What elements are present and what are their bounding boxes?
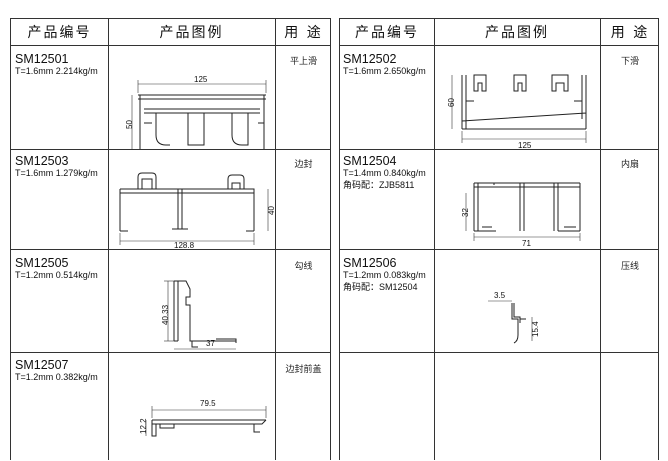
product-fit: 角码配：SM12504	[343, 282, 418, 292]
product-usage: 内扇	[620, 160, 639, 170]
dim-height: 60	[447, 98, 456, 107]
profile-drawing-sm12501: 125 50	[125, 75, 267, 149]
dim-height: 12.2	[139, 418, 148, 434]
dim-width: 125	[194, 75, 208, 84]
dim-width: 128.8	[174, 241, 195, 250]
product-usage: 边封	[294, 160, 313, 170]
product-code: SM12504	[343, 154, 397, 168]
header-figure: 产品图例	[159, 25, 224, 41]
header-code: 产品编号	[355, 25, 419, 41]
product-code: SM12505	[15, 256, 69, 270]
dim-height: 40	[267, 206, 276, 215]
product-usage: 压线	[620, 262, 639, 272]
profile-drawing-sm12504: 32 71	[461, 182, 581, 248]
header-usage: 用 途	[284, 25, 323, 41]
product-spec: T=1.6mm 2.650kg/m	[343, 66, 426, 76]
product-code: SM12506	[343, 256, 397, 270]
profile-drawing-sm12503: 128.8 40	[119, 172, 276, 250]
profile-drawing-sm12502: 60 125	[447, 74, 587, 150]
product-code: SM12503	[15, 154, 69, 168]
dim-width: 71	[522, 239, 531, 248]
profile-drawing-sm12506: 3.5 15.4	[488, 291, 540, 344]
product-spec: T=1.6mm 1.279kg/m	[15, 168, 98, 178]
product-spec: T=1.2mm 0.382kg/m	[15, 372, 98, 382]
profile-drawing-sm12507: 79.5 12.2	[139, 399, 267, 437]
header-figure: 产品图例	[485, 25, 549, 41]
product-code: SM12501	[15, 52, 69, 66]
header-usage: 用 途	[610, 25, 650, 41]
product-table-left: 产品编号 产品图例 用 途 SM12501 T=1.6mm 2.214kg/m …	[10, 18, 331, 460]
product-usage: 边封前盖	[285, 365, 322, 375]
product-fit: 角码配：ZJB5811	[343, 180, 415, 190]
dim-width: 37	[206, 339, 215, 348]
dim-height: 40.33	[161, 304, 170, 325]
product-spec: T=1.4mm 0.840kg/m	[343, 168, 426, 178]
product-spec: T=1.2mm 0.514kg/m	[15, 270, 98, 280]
product-table-right: 产品编号 产品图例 用 途 SM12502 T=1.6mm 2.650kg/m …	[339, 18, 659, 460]
dim-width: 79.5	[200, 399, 216, 408]
product-usage: 勾线	[294, 262, 313, 272]
dim-height: 15.4	[531, 321, 540, 337]
product-code: SM12502	[343, 52, 397, 66]
dim-width: 3.5	[494, 291, 506, 300]
dim-height: 32	[461, 208, 470, 217]
product-spec: T=1.2mm 0.083kg/m	[343, 270, 426, 280]
product-spec: T=1.6mm 2.214kg/m	[15, 66, 98, 76]
dim-width: 125	[518, 141, 532, 150]
product-usage: 下滑	[620, 57, 639, 67]
profile-drawing-sm12505: 40.33 37	[161, 280, 237, 350]
product-code: SM12507	[15, 358, 69, 372]
product-usage: 平上滑	[289, 57, 317, 67]
header-code: 产品编号	[27, 25, 92, 41]
dim-height: 50	[125, 120, 134, 129]
